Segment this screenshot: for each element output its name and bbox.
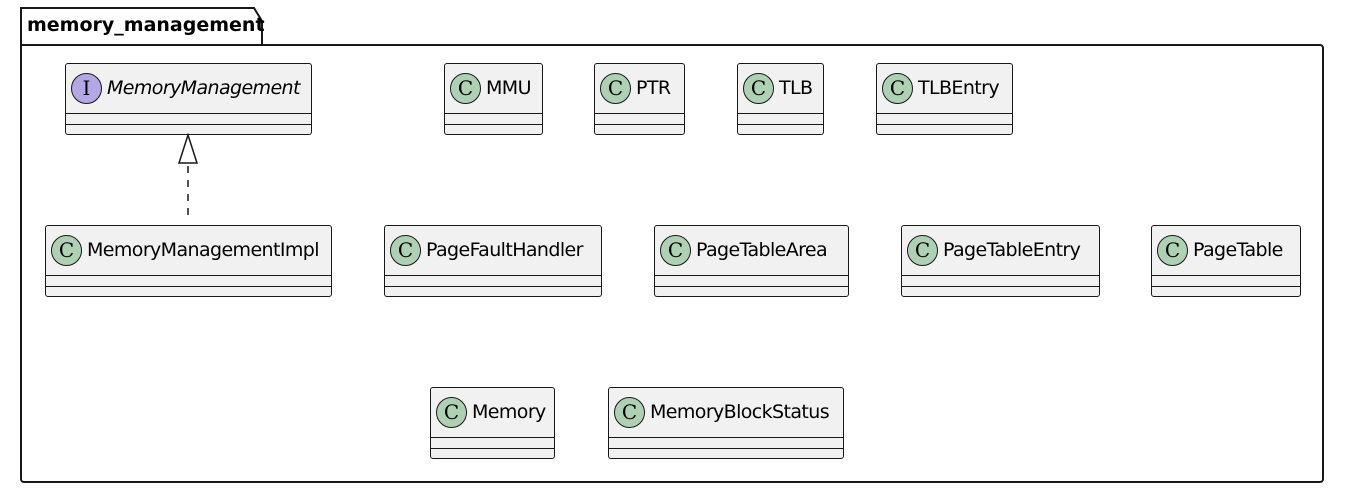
class-icon: C xyxy=(882,72,913,104)
class-name: PTR xyxy=(636,77,671,99)
class-name: PageFaultHandler xyxy=(426,239,583,261)
methods-divider xyxy=(431,448,554,449)
class-icon: C xyxy=(743,72,774,104)
class-tlb-entry[interactable]: C TLBEntry xyxy=(876,63,1013,135)
class-ptr[interactable]: C PTR xyxy=(594,63,685,135)
class-memory-management-impl[interactable]: C MemoryManagementImpl xyxy=(45,225,332,297)
package-tab-shape xyxy=(20,7,263,45)
methods-divider xyxy=(385,286,601,287)
attributes-divider xyxy=(902,275,1099,276)
package-title: memory_management xyxy=(27,14,265,36)
class-memory[interactable]: C Memory xyxy=(430,387,555,459)
class-icon: C xyxy=(450,72,481,104)
class-name: MemoryManagement xyxy=(107,77,300,99)
attributes-divider xyxy=(431,437,554,438)
methods-divider xyxy=(877,124,1012,125)
class-name: PageTableEntry xyxy=(943,239,1081,261)
methods-divider xyxy=(1152,286,1300,287)
class-name: Memory xyxy=(472,401,546,423)
methods-divider xyxy=(738,124,823,125)
attributes-divider xyxy=(445,113,542,114)
class-icon: C xyxy=(390,234,421,266)
attributes-divider xyxy=(66,113,311,114)
class-icon: C xyxy=(436,396,467,428)
attributes-divider xyxy=(609,437,843,438)
class-memory-block-status[interactable]: C MemoryBlockStatus xyxy=(608,387,844,459)
class-page-table-entry[interactable]: C PageTableEntry xyxy=(901,225,1100,297)
class-name: PageTable xyxy=(1193,239,1283,261)
class-name: PageTableArea xyxy=(696,239,828,261)
attributes-divider xyxy=(1152,275,1300,276)
class-icon: C xyxy=(614,396,645,428)
class-icon: C xyxy=(1157,234,1188,266)
class-icon: C xyxy=(907,234,938,266)
package-body xyxy=(20,44,1324,483)
class-name: MemoryManagementImpl xyxy=(87,239,319,261)
class-icon: C xyxy=(600,72,631,104)
class-name: MemoryBlockStatus xyxy=(650,401,830,423)
realization-arrowhead xyxy=(177,132,199,164)
methods-divider xyxy=(609,448,843,449)
methods-divider xyxy=(902,286,1099,287)
methods-divider xyxy=(655,286,848,287)
class-memory-management[interactable]: I MemoryManagement xyxy=(65,63,312,135)
class-icon: C xyxy=(660,234,691,266)
attributes-divider xyxy=(738,113,823,114)
class-name: TLBEntry xyxy=(918,77,1000,99)
attributes-divider xyxy=(46,275,331,276)
attributes-divider xyxy=(385,275,601,276)
class-page-table-area[interactable]: C PageTableArea xyxy=(654,225,849,297)
class-name: TLB xyxy=(779,77,813,99)
methods-divider xyxy=(46,286,331,287)
attributes-divider xyxy=(655,275,848,276)
attributes-divider xyxy=(595,113,684,114)
class-name: MMU xyxy=(486,77,532,99)
interface-icon: I xyxy=(71,72,102,104)
attributes-divider xyxy=(877,113,1012,114)
methods-divider xyxy=(595,124,684,125)
class-mmu[interactable]: C MMU xyxy=(444,63,543,135)
methods-divider xyxy=(445,124,542,125)
methods-divider xyxy=(66,124,311,125)
class-tlb[interactable]: C TLB xyxy=(737,63,824,135)
class-icon: C xyxy=(51,234,82,266)
class-page-fault-handler[interactable]: C PageFaultHandler xyxy=(384,225,602,297)
class-page-table[interactable]: C PageTable xyxy=(1151,225,1301,297)
